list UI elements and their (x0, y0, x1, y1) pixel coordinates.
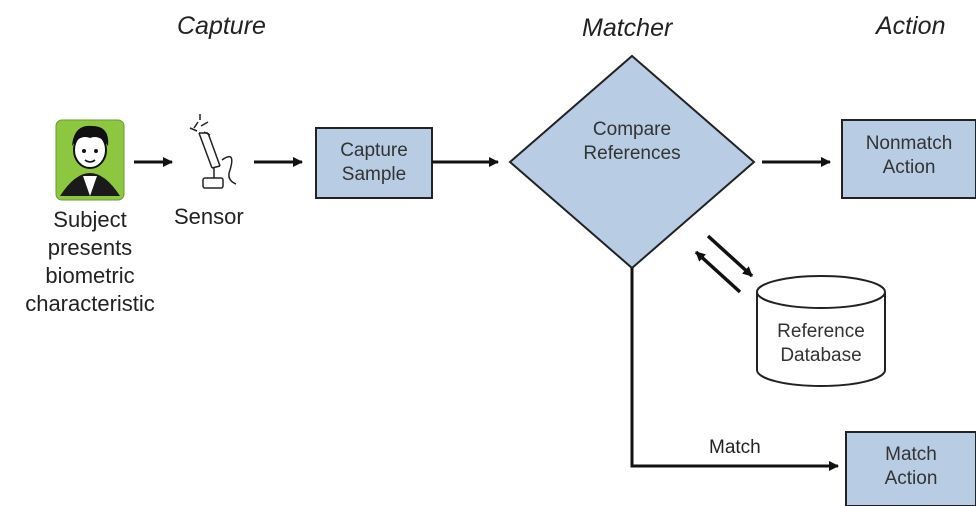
sensor-icon (189, 114, 237, 189)
reference-database-line: Reference (777, 321, 865, 342)
match-action-box (845, 431, 976, 506)
stage-heading-capture: Capture (177, 12, 266, 40)
capture-sample-label: Capture Sample (316, 139, 432, 187)
nonmatch-action-box (841, 119, 976, 199)
subject-avatar-icon (55, 119, 125, 201)
nonmatch-action-line: Action (882, 157, 936, 178)
capture-sample-box (315, 127, 433, 199)
nonmatch-action-label: Nonmatch Action (842, 132, 976, 180)
match-action-label: Match Action (846, 443, 976, 491)
subject-caption-line: Subject (53, 207, 127, 232)
arrow-to-database (706, 234, 754, 278)
match-action-line: Match (885, 444, 937, 465)
compare-references-line: Compare (592, 119, 672, 140)
arrow-to-match-action (630, 268, 839, 471)
arrow-from-database (694, 250, 742, 294)
compare-references-line: References (583, 143, 681, 164)
stage-heading-matcher: Matcher (582, 14, 673, 42)
subject-caption-line: presents (47, 235, 133, 260)
capture-sample-line: Capture (340, 140, 408, 161)
compare-references-label: Compare References (552, 118, 712, 166)
stage-heading-action: Action (876, 12, 946, 40)
reference-database-label: Reference Database (757, 320, 885, 368)
match-action-line: Action (884, 468, 938, 489)
nonmatch-action-line: Nonmatch (865, 133, 953, 154)
subject-caption-line: characteristic (25, 291, 155, 316)
reference-database-line: Database (780, 345, 862, 366)
sensor-label: Sensor (174, 204, 244, 229)
subject-caption: Subject presents biometric characteristi… (10, 206, 170, 318)
subject-caption-line: biometric (45, 263, 135, 288)
capture-sample-line: Sample (341, 164, 407, 185)
reference-database-cylinder (756, 275, 886, 387)
match-edge-label: Match (709, 437, 761, 458)
